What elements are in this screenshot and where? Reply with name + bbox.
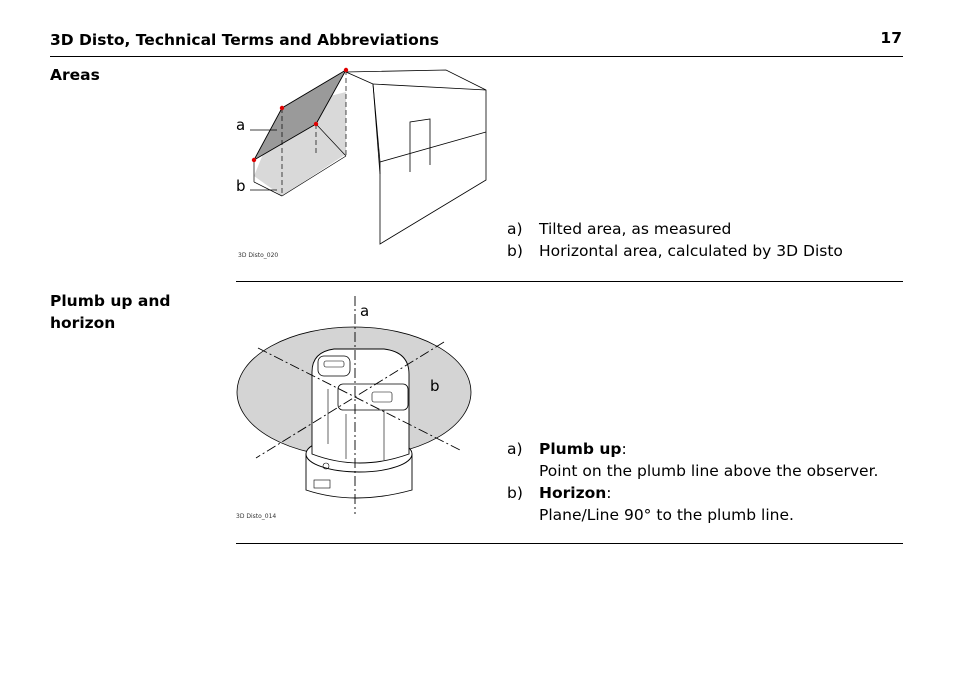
legend-text: Tilted area, as measured: [539, 220, 732, 238]
legend-key: a): [507, 220, 523, 238]
figure-caption: 3D Disto_020: [238, 252, 279, 259]
header-rule: [50, 56, 903, 57]
figure-label-b: b: [430, 377, 440, 395]
section-title-plumb-horizon: Plumb up and horizon: [50, 290, 170, 334]
figure-label-a: a: [236, 116, 246, 134]
legend-key: b): [507, 484, 523, 502]
legend-text: Horizontal area, calculated by 3D Disto: [539, 242, 843, 260]
areas-legend: a) Tilted area, as measured b) Horizonta…: [507, 218, 843, 262]
legend-item-desc: Point on the plumb line above the observ…: [507, 460, 878, 482]
section-title-areas: Areas: [50, 66, 100, 84]
area-corner-marker: [251, 157, 257, 163]
section-title-line: horizon: [50, 314, 116, 332]
section-divider: [236, 543, 903, 544]
section-divider: [236, 281, 903, 282]
door-outline: [409, 118, 431, 172]
horizon-axis: [255, 341, 445, 459]
figure-caption: 3D Disto_014: [236, 513, 277, 520]
horizontal-area-shadow: [254, 92, 346, 196]
legend-item: b) Horizon:: [507, 482, 878, 504]
legend-item: a) Plumb up:: [507, 438, 878, 460]
legend-colon: :: [621, 440, 627, 458]
legend-colon: :: [606, 484, 612, 502]
device-handle: [317, 355, 351, 377]
legend-desc: Point on the plumb line above the observ…: [539, 462, 879, 480]
legend-key: b): [507, 242, 523, 260]
legend-term: Horizon: [539, 484, 607, 502]
page-header-title: 3D Disto, Technical Terms and Abbreviati…: [50, 31, 440, 49]
legend-item-desc: Plane/Line 90° to the plumb line.: [507, 504, 878, 526]
legend-item: a) Tilted area, as measured: [507, 218, 843, 240]
figure-label-a: a: [360, 302, 370, 320]
figure-label-b: b: [236, 177, 246, 195]
plumb-horizon-legend: a) Plumb up: Point on the plumb line abo…: [507, 438, 878, 526]
legend-desc: Plane/Line 90° to the plumb line.: [539, 506, 794, 524]
room-outline: [345, 69, 487, 245]
legend-item: b) Horizontal area, calculated by 3D Dis…: [507, 240, 843, 262]
page-number: 17: [880, 29, 902, 47]
area-corner-marker: [279, 105, 285, 111]
legend-key: a): [507, 440, 523, 458]
plumb-horizon-figure: [236, 296, 472, 514]
area-corner-marker: [343, 67, 349, 73]
legend-term: Plumb up: [539, 440, 622, 458]
areas-figure: [250, 67, 487, 245]
area-corner-marker: [313, 121, 319, 127]
section-title-line: Plumb up and: [50, 292, 171, 310]
device-head: [337, 383, 409, 411]
horizon-axis: [257, 347, 461, 451]
